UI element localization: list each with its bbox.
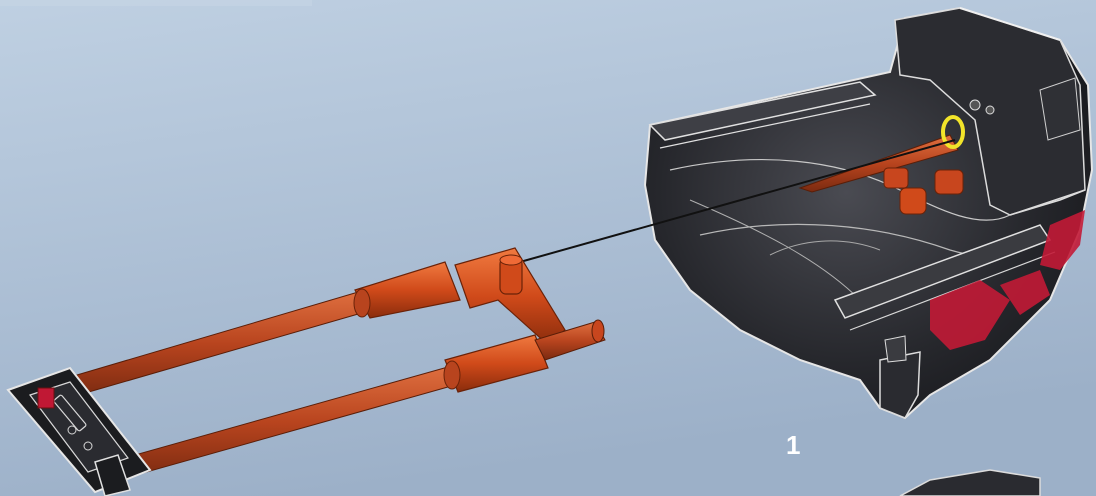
step-number: 1	[786, 430, 800, 460]
background-inset-panel	[0, 0, 312, 6]
